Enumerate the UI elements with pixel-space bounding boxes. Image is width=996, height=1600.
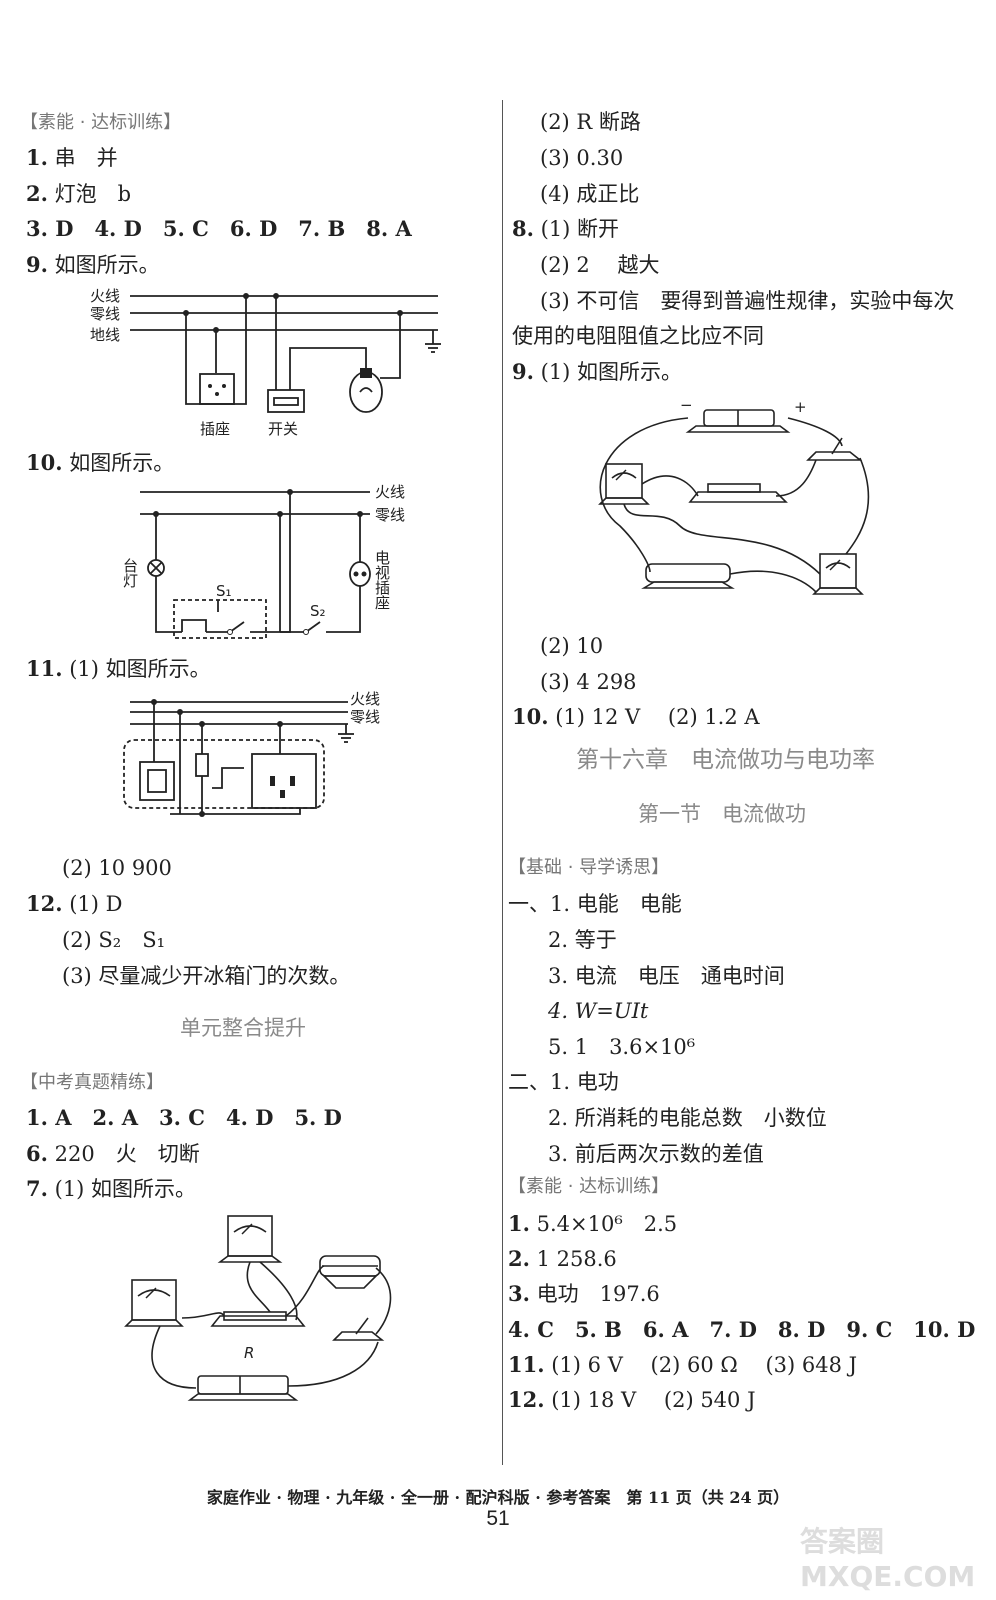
answer-text: 如图所示。 — [69, 451, 175, 475]
answer-line-z1-5: 1. A 2. A 3. C 4. D 5. D — [26, 1105, 342, 1130]
label-tv-socket: 电视插座 — [373, 550, 391, 610]
answer-line-10: 10. 如图所示。 — [26, 450, 175, 475]
answer-line-b2-3: 3. 前后两次示数的差值 — [548, 1142, 764, 1166]
figure-7-experiment-circuit: R — [124, 1215, 392, 1401]
answer-line-r7-3: (3) 0.30 — [540, 146, 624, 170]
label-fire-line: 火线 — [90, 287, 120, 305]
answer-text: (1) 12 V (2) 1.2 A — [555, 705, 760, 729]
answer-line-b1-4: 4. W=UIt — [548, 999, 649, 1023]
answer-line-r9-3: (3) 4 298 — [540, 670, 637, 694]
answer-text: (1) 6 V (2) 60 Ω (3) 648 J — [551, 1353, 858, 1377]
answer-line-b2-2: 2. 所消耗的电能总数 小数位 — [548, 1106, 827, 1130]
figure-11-refrigerator-circuit: 火线 零线 — [123, 690, 380, 817]
answer-line-b2-1: 二、1. 电功 — [508, 1070, 619, 1094]
answer-line-12: 12. (1) D — [26, 891, 123, 916]
answer-text: (1) 如图所示。 — [54, 1177, 197, 1201]
answer-line-r9-2: (2) 10 — [540, 634, 604, 658]
label-fire-line: 火线 — [350, 690, 380, 708]
watermark: 答案圈 MXQE.COM — [800, 1525, 976, 1593]
answer-text: 如图所示。 — [54, 253, 160, 277]
label-socket: 插座 — [200, 420, 230, 438]
answer-line-r8: 8. (1) 断开 — [512, 216, 620, 241]
answer-line-r7-2: (2) R 断路 — [540, 110, 641, 134]
answer-line-z7: 7. (1) 如图所示。 — [26, 1176, 197, 1201]
label-zero-line: 零线 — [375, 506, 405, 524]
answer-line-3-8: 3. D 4. D 5. C 6. D 7. B 8. A — [26, 216, 412, 241]
chapter-title: 第十六章 电流做功与电功率 — [576, 747, 875, 773]
answer-line-12-2: (2) S₂ S₁ — [62, 928, 166, 952]
answer-line-r9: 9. (1) 如图所示。 — [512, 359, 683, 384]
answer-line-12-3: (3) 尽量减少开冰箱门的次数。 — [62, 964, 351, 988]
answer-line-t11: 11. (1) 6 V (2) 60 Ω (3) 648 J — [508, 1352, 858, 1377]
answer-text: (1) 断开 — [540, 217, 620, 241]
answer-line-t1: 1. 5.4×10⁶ 2.5 — [508, 1211, 678, 1236]
answer-line-r8-2: (2) 2 越大 — [540, 253, 660, 277]
section-heading-train: 【素能 · 达标训练】 — [20, 112, 182, 133]
label-s1: S₁ — [216, 582, 232, 600]
answer-text: (1) 如图所示。 — [540, 360, 683, 384]
answer-text: 5.4×10⁶ 2.5 — [536, 1212, 678, 1236]
answer-line-b1-2: 2. 等于 — [548, 928, 617, 952]
answer-text: (1) D — [69, 892, 123, 916]
label-s2: S₂ — [310, 602, 326, 620]
answer-line-t12: 12. (1) 18 V (2) 540 J — [508, 1387, 756, 1412]
label-desk-lamp: 台灯 — [121, 558, 139, 589]
section-heading-zhongkao: 【中考真题精练】 — [20, 1072, 164, 1093]
answer-line-r10: 10. (1) 12 V (2) 1.2 A — [512, 704, 760, 729]
answer-text: 220 火 切断 — [54, 1142, 200, 1166]
answer-text: 灯泡 b — [54, 182, 132, 206]
answer-text: 电功 197.6 — [536, 1282, 660, 1306]
label-resistor-r: R — [244, 1344, 254, 1362]
answer-line-11-2: (2) 10 900 — [62, 856, 172, 880]
svg-text:+: + — [794, 398, 807, 416]
answer-line-b1-3: 3. 电流 电压 通电时间 — [548, 964, 785, 988]
figure-r9-experiment-circuit: − + — [598, 396, 870, 595]
answer-line-b1-5: 5. 1 3.6×10⁶ — [548, 1035, 696, 1059]
svg-text:−: − — [680, 396, 693, 414]
page-footer: 家庭作业 · 物理 · 九年级 · 全一册 · 配沪科版 · 参考答案 第 11… — [206, 1488, 790, 1507]
label-fire-line: 火线 — [375, 483, 405, 501]
answer-line-z6: 6. 220 火 切断 — [26, 1141, 200, 1166]
label-switch: 开关 — [268, 420, 298, 438]
answer-line-9: 9. 如图所示。 — [26, 252, 160, 277]
unit-title: 单元整合提升 — [180, 1016, 306, 1040]
answer-line-t4-10: 4. C 5. B 6. A 7. D 8. D 9. C 10. D — [508, 1317, 976, 1342]
answer-text: 串 并 — [54, 146, 118, 170]
answer-line-1: 1. 串 并 — [26, 145, 118, 170]
answer-line-11: 11. (1) 如图所示。 — [26, 656, 211, 681]
section-heading-train-2: 【素能 · 达标训练】 — [508, 1176, 670, 1197]
answer-line-t3: 3. 电功 197.6 — [508, 1281, 660, 1306]
answer-line-r7-4: (4) 成正比 — [540, 182, 640, 206]
answer-line-r8-3: (3) 不可信 要得到普遍性规律，实验中每次 — [540, 289, 955, 313]
figure-9-wiring-diagram: 火线 零线 地线 插座 开关 — [90, 287, 441, 438]
answer-line-t2: 2. 1 258.6 — [508, 1246, 617, 1271]
label-zero-line: 零线 — [90, 305, 120, 323]
answer-line-r8-4: 使用的电阻阻值之比应不同 — [512, 324, 764, 348]
answer-line-2: 2. 灯泡 b — [26, 181, 132, 206]
figure-10-wiring-diagram: 火线 零线 台灯 电视插座 S₁ S₂ — [121, 483, 405, 639]
answer-line-b1-1: 一、1. 电能 电能 — [508, 892, 682, 916]
section-title: 第一节 电流做功 — [638, 802, 806, 826]
answer-text: (1) 如图所示。 — [69, 657, 211, 681]
answer-text: (1) 18 V (2) 540 J — [551, 1388, 756, 1412]
section-heading-basic: 【基础 · 导学诱思】 — [508, 857, 670, 878]
page-number: 51 — [486, 1507, 510, 1530]
answer-text: 1 258.6 — [536, 1247, 617, 1271]
label-zero-line: 零线 — [350, 708, 380, 726]
label-earth-line: 地线 — [90, 326, 120, 344]
column-divider — [502, 100, 503, 1465]
